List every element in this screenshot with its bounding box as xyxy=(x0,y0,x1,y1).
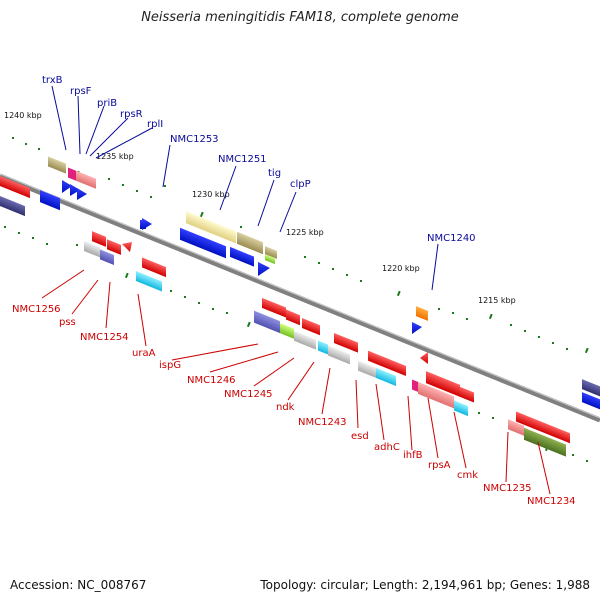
bottom-leaders xyxy=(41,269,551,495)
genome-title: Neisseria meningitidis FAM18, complete g… xyxy=(141,10,459,25)
gene-block xyxy=(180,227,226,259)
scale-ticks-lower xyxy=(4,226,588,462)
gene-block xyxy=(237,231,263,255)
features-lower xyxy=(84,231,570,457)
gene-label: ndk xyxy=(276,402,295,413)
gene-label: esd xyxy=(351,431,369,442)
gene-label: NMC1240 xyxy=(427,233,476,244)
accession-text: Accession: NC_008767 xyxy=(10,578,147,592)
bottom-labels: NMC1256 pss NMC1254 uraA ispG NMC1246 NM… xyxy=(12,304,576,507)
gene-label: NMC1234 xyxy=(527,496,576,507)
scale-label: 1230 kbp xyxy=(192,190,230,199)
gene-block xyxy=(230,246,254,267)
gene-label: NMC1235 xyxy=(483,483,532,494)
gene-block xyxy=(48,156,66,174)
gene-block xyxy=(416,306,428,321)
scale-label: 1225 kbp xyxy=(286,228,324,237)
gene-label: rpsA xyxy=(428,460,451,471)
gene-label: NMC1245 xyxy=(224,389,273,400)
gene-label: NMC1256 xyxy=(12,304,61,315)
gene-label: NMC1246 xyxy=(187,375,236,386)
scale-labels: 1240 kbp 1235 kbp 1230 kbp 1225 kbp 1220… xyxy=(4,111,516,305)
gene-label: NMC1253 xyxy=(170,134,219,145)
gene-block xyxy=(265,246,277,259)
gene-block xyxy=(0,196,25,217)
gene-block xyxy=(0,176,30,199)
genome-backbone xyxy=(0,173,600,423)
gene-label: trxB xyxy=(42,75,63,86)
gene-label: pss xyxy=(59,317,76,328)
scale-label: 1220 kbp xyxy=(382,264,420,273)
gene-label: NMC1243 xyxy=(298,417,347,428)
top-leaders xyxy=(51,85,439,291)
gene-block xyxy=(186,211,236,244)
gene-label: rpsF xyxy=(70,86,92,97)
gene-block xyxy=(582,379,600,397)
scale-label: 1240 kbp xyxy=(4,111,42,120)
arrow-gene xyxy=(122,242,132,252)
top-labels: trxB rpsF priB rpsR rplI NMC1253 NMC1251… xyxy=(42,75,476,244)
scale-ticks-upper xyxy=(12,137,589,354)
arrow-gene xyxy=(420,352,428,364)
topology-text: Topology: circular; Length: 2,194,961 bp… xyxy=(260,578,590,592)
gene-label: clpP xyxy=(290,179,311,190)
gene-label: cmk xyxy=(457,470,478,481)
gene-block xyxy=(265,254,275,265)
gene-block xyxy=(582,392,600,410)
gene-label: rplI xyxy=(147,119,163,130)
gene-label: uraA xyxy=(132,348,156,359)
gene-label: priB xyxy=(97,98,117,109)
gene-label: adhC xyxy=(374,442,400,453)
gene-label: rpsR xyxy=(120,109,143,120)
gene-label: NMC1251 xyxy=(218,154,267,165)
gene-block xyxy=(68,167,76,181)
gene-label: ihfB xyxy=(403,450,423,461)
features-upper xyxy=(0,156,600,410)
arrow-genes-upper xyxy=(40,180,422,334)
gene-label: NMC1254 xyxy=(80,332,129,343)
gene-block xyxy=(76,170,96,189)
scale-label: 1215 kbp xyxy=(478,296,516,305)
scale-label: 1235 kbp xyxy=(96,152,134,161)
gene-label: tig xyxy=(268,168,281,179)
gene-label: ispG xyxy=(159,360,181,371)
